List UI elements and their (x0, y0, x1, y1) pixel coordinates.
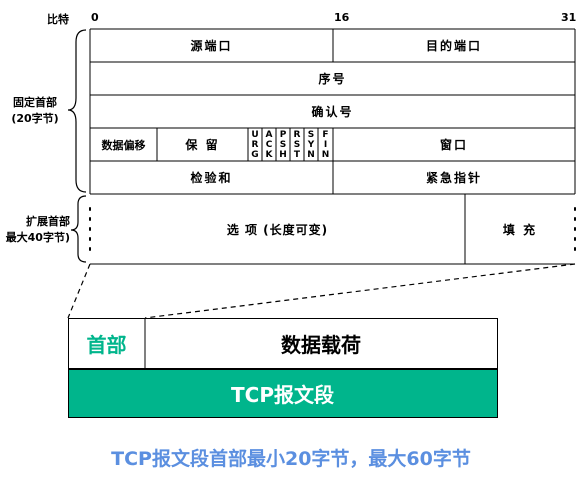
bit-31-label: 31 (561, 11, 577, 24)
flag-fin-char-3: N (321, 150, 330, 160)
flag-psh-char-3: H (279, 150, 287, 160)
field-destination-port: 目的端口 (425, 39, 482, 53)
bit-scale-label: 比特 (47, 13, 69, 26)
field-window: 窗口 (439, 138, 468, 152)
flag-ack: A C K (262, 130, 276, 160)
flag-urg: U R G (248, 130, 262, 160)
field-data-offset: 数据偏移 (101, 138, 146, 152)
flag-psh-char-1: P (279, 130, 287, 140)
flag-psh-char-2: S (279, 140, 287, 150)
flag-urg-char-3: G (251, 150, 259, 160)
field-sequence-number: 序号 (318, 72, 347, 86)
flag-urg-char-1: U (251, 130, 259, 140)
flag-fin-char-1: F (322, 130, 329, 140)
extended-header-label-line2: 最大40字节) (5, 231, 70, 244)
extended-header-label-line1: 扩展首部 (26, 215, 70, 228)
field-source-port: 源端口 (190, 39, 233, 53)
fixed-header-label-line1: 固定首部 (13, 96, 57, 109)
flag-syn: S Y N (304, 130, 318, 160)
flag-ack-char-1: A (265, 130, 273, 140)
segment-header-label: 首部 (86, 333, 127, 357)
flag-rst: R S T (290, 130, 304, 160)
flag-rst-char-3: T (293, 150, 301, 160)
tcp-segment-label: TCP报文段 (231, 382, 334, 407)
field-reserved: 保 留 (185, 138, 220, 152)
bit-0-label: 0 (91, 11, 99, 24)
flag-urg-char-2: R (251, 140, 259, 150)
fixed-header-label-line2: (20字节) (11, 112, 59, 125)
field-urgent-pointer: 紧急指针 (425, 171, 482, 185)
flag-fin: F I N (318, 130, 333, 160)
flag-ack-char-3: K (265, 150, 273, 160)
fixed-header-label: 固定首部 (20字节) (6, 95, 64, 127)
flag-rst-char-1: R (293, 130, 301, 140)
field-checksum: 检验和 (190, 171, 233, 185)
flag-syn-char-1: S (307, 130, 315, 140)
flag-fin-char-2: I (323, 140, 328, 150)
field-acknowledgment-number: 确认号 (311, 105, 354, 119)
bit-16-label: 16 (334, 11, 350, 24)
diagram-caption: TCP报文段首部最小20字节，最大60字节 (111, 448, 471, 470)
segment-payload-label: 数据载荷 (281, 333, 361, 357)
flag-rst-char-2: S (293, 140, 301, 150)
flag-psh: P S H (276, 130, 290, 160)
flag-ack-char-2: C (265, 140, 273, 150)
extended-header-label: 扩展首部 最大40字节) (0, 214, 70, 246)
flag-syn-char-2: Y (307, 140, 315, 150)
flag-syn-char-3: N (307, 150, 315, 160)
field-options: 选 项 (长度可变) (226, 222, 329, 237)
field-padding: 填 充 (502, 222, 538, 237)
